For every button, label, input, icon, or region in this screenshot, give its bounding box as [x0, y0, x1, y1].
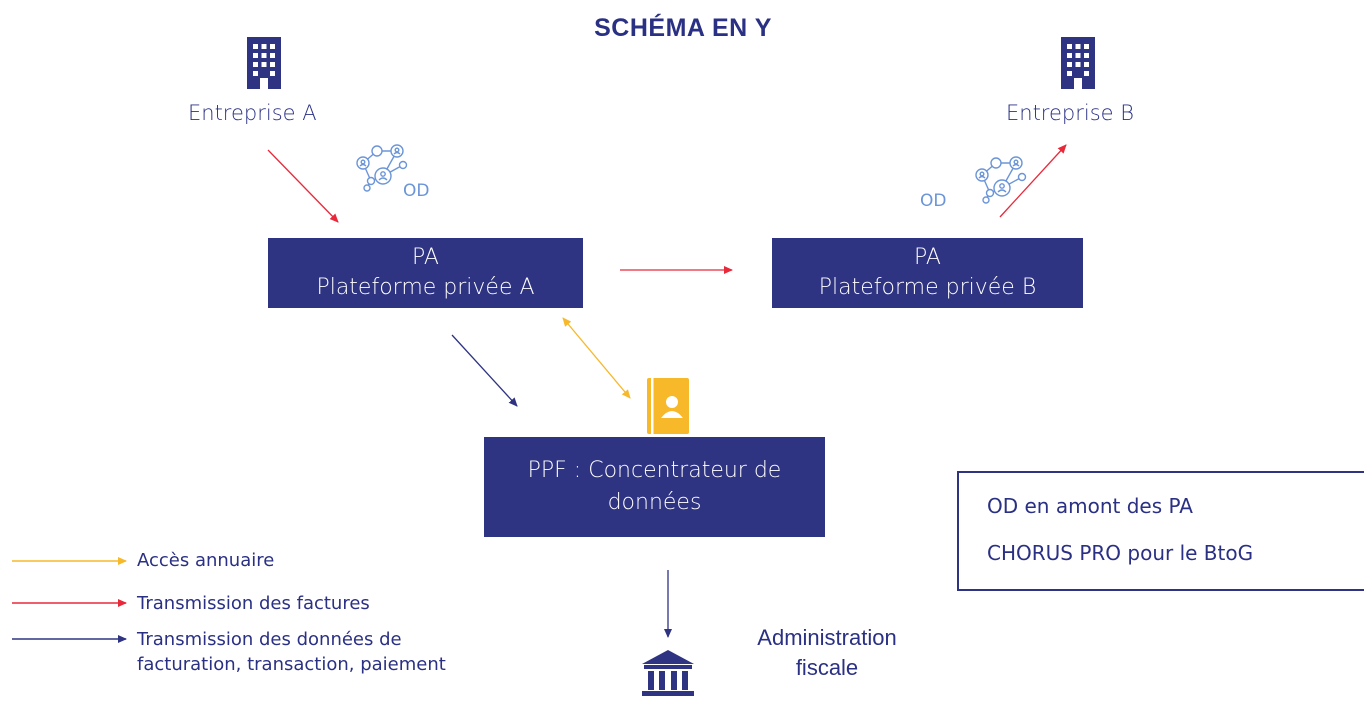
ppf-box: PPF : Concentrateur de données — [484, 437, 825, 537]
ppf-line1: PPF : Concentrateur de — [527, 458, 782, 483]
pa-a-subtitle: Plateforme privée A — [316, 275, 535, 300]
pa-a-box: PA Plateforme privée A — [268, 238, 583, 308]
administration-line2: fiscale — [795, 655, 859, 680]
notes-box — [957, 471, 1364, 591]
entreprise-b-label: Entreprise B — [1006, 101, 1134, 125]
arrow-annuaire-pa-a — [562, 317, 631, 399]
administration-label: Administration fiscale — [722, 623, 932, 683]
ppf-line2: données — [607, 490, 702, 515]
network-people-icon — [356, 144, 408, 192]
pa-b-title: PA — [914, 245, 941, 270]
network-people-icon — [975, 156, 1027, 204]
od-a-label: OD — [403, 181, 430, 201]
arrow-pa-b-to-entreprise-b — [999, 144, 1067, 218]
legend-label-annuaire: Accès annuaire — [137, 550, 275, 571]
page-title: SCHÉMA EN Y — [594, 14, 772, 42]
entreprise-a-label: Entreprise A — [188, 101, 317, 125]
building-icon — [247, 37, 281, 89]
note-chorus: CHORUS PRO pour le BtoG — [987, 541, 1254, 565]
bank-building-icon — [642, 650, 694, 696]
pa-b-box: PA Plateforme privée B — [772, 238, 1083, 308]
pa-a-title: PA — [412, 245, 439, 270]
legend-label-donnees: Transmission des données de facturation,… — [137, 629, 446, 675]
administration-line1: Administration — [757, 625, 897, 650]
pa-b-subtitle: Plateforme privée B — [818, 275, 1037, 300]
arrow-entreprise-a-to-pa-a — [267, 149, 339, 223]
contact-book-icon — [647, 378, 689, 434]
note-od: OD en amont des PA — [987, 494, 1193, 518]
od-b-label: OD — [920, 191, 947, 211]
arrow-pa-a-to-ppf — [451, 334, 518, 407]
building-icon — [1061, 37, 1095, 89]
legend-label-factures: Transmission des factures — [137, 593, 370, 614]
